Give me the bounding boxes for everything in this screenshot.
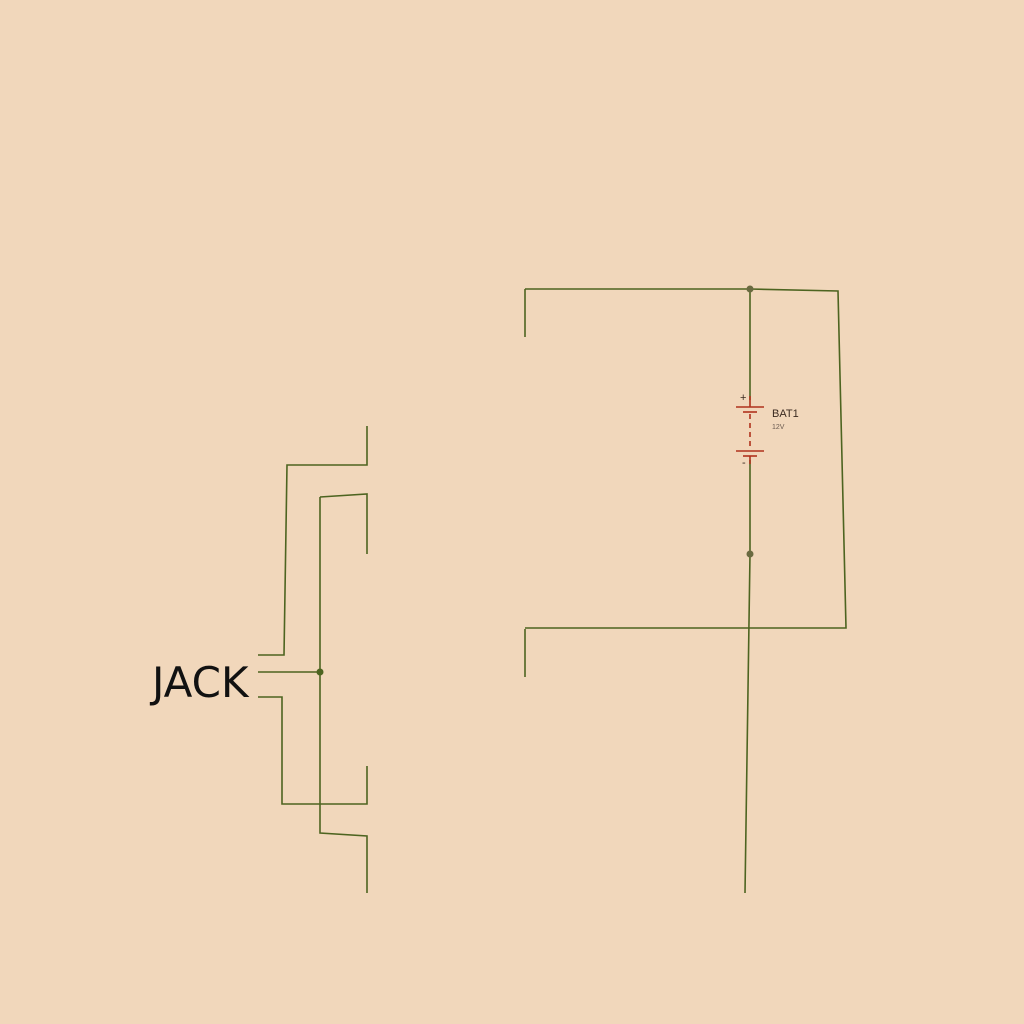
battery-bat1[interactable]: + - BAT1 12V (736, 392, 799, 469)
battery-value: 12V (772, 424, 785, 431)
wire (319, 493, 368, 554)
junction-dot (316, 668, 324, 676)
junction-dot (746, 550, 754, 558)
wire (258, 696, 368, 805)
battery-ref: BAT1 (772, 408, 799, 420)
wire (744, 460, 751, 894)
junction-dot (746, 285, 754, 293)
wire (525, 288, 847, 629)
battery-minus: - (742, 457, 746, 469)
wire (258, 426, 368, 656)
wire (319, 497, 368, 893)
battery-plus: + (740, 392, 746, 404)
jack-label: JACK (149, 658, 250, 707)
global-wires (258, 285, 847, 894)
